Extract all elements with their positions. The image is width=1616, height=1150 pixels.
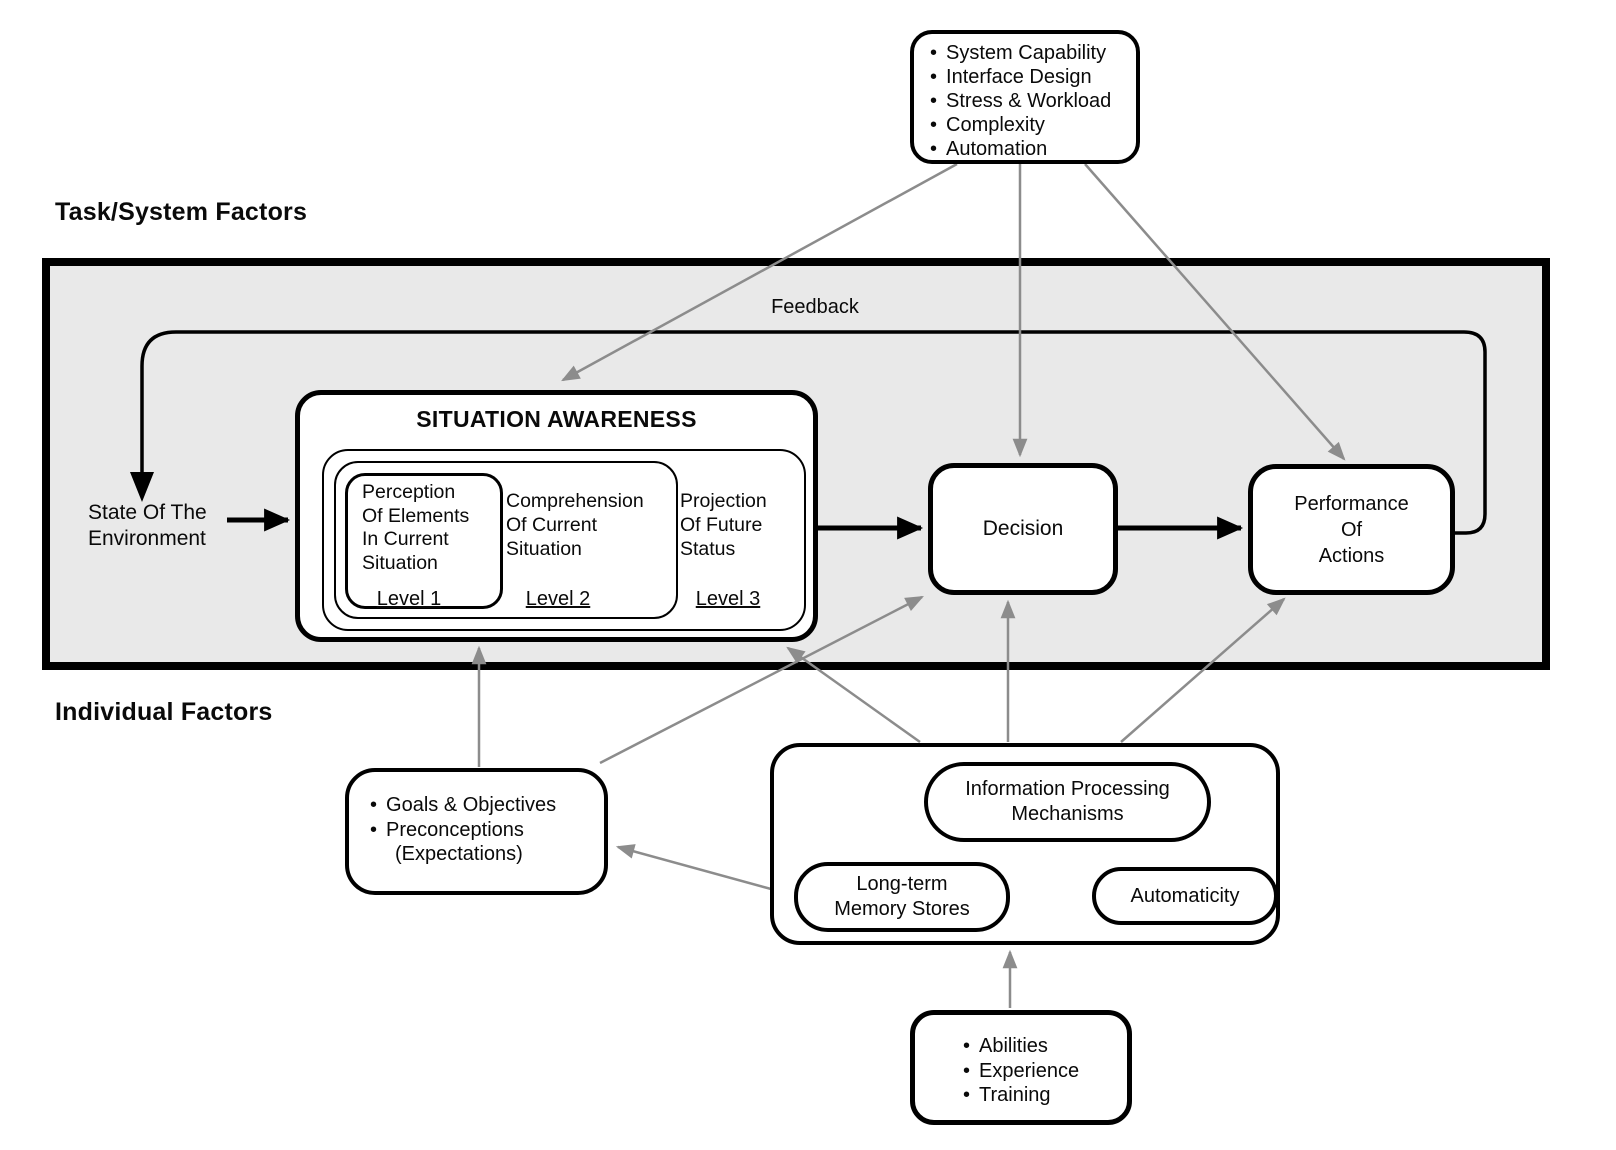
situation-awareness-box: SITUATION AWARENESS Perception Of Elemen… xyxy=(295,390,818,642)
bullet-icon: • xyxy=(963,1035,971,1057)
bullet-icon: • xyxy=(370,794,378,816)
task-factor-item: • Interface Design xyxy=(930,65,1136,89)
task-factor-text: Automation xyxy=(946,138,1048,160)
mechanisms-box: Information Processing Mechanisms Long-t… xyxy=(770,743,1280,945)
task-factor-text: System Capability xyxy=(946,42,1107,64)
task-factor-item: • Stress & Workload xyxy=(930,89,1136,113)
arrow-mechanisms-to-goals xyxy=(615,844,772,891)
abilities-item: • Experience xyxy=(963,1059,1127,1084)
perception-line: Of Elements xyxy=(362,504,470,527)
perception-line: Situation xyxy=(362,551,438,574)
projection-text: Projection Of Future Status xyxy=(680,489,767,561)
level2-label: Level 2 xyxy=(525,588,591,610)
goals-box: • Goals & Objectives • Preconceptions (E… xyxy=(345,768,608,895)
abilities-box: • Abilities • Experience • Training xyxy=(910,1010,1132,1125)
information-processing-pill: Information Processing Mechanisms xyxy=(924,762,1211,842)
bullet-icon: • xyxy=(963,1084,971,1106)
bullet-icon: • xyxy=(930,90,938,112)
ipm-line: Information Processing xyxy=(965,778,1170,800)
comprehension-line: Situation xyxy=(506,538,582,560)
bullet-icon: • xyxy=(963,1059,971,1082)
state-line-1: State Of The xyxy=(88,501,207,524)
task-factor-item: • System Capability xyxy=(930,41,1136,65)
bullet-icon: • xyxy=(930,114,938,136)
perception-text: Perception Of Elements In Current Situat… xyxy=(362,481,469,575)
state-line-2: Environment xyxy=(88,527,206,550)
comprehension-line: Of Current xyxy=(506,514,598,536)
bullet-icon: • xyxy=(370,818,378,841)
goals-item-text: Goals & Objectives xyxy=(386,794,557,816)
projection-line: Status xyxy=(680,538,736,560)
bullet-icon: • xyxy=(930,66,938,88)
comprehension-text: Comprehension Of Current Situation xyxy=(506,489,644,561)
level3-label: Level 3 xyxy=(695,588,761,610)
goals-item-text: Preconceptions xyxy=(386,818,524,841)
long-term-memory-pill: Long-term Memory Stores xyxy=(794,862,1010,932)
decision-box: Decision xyxy=(928,463,1118,595)
situation-awareness-title: SITUATION AWARENESS xyxy=(416,406,697,432)
perception-line: In Current xyxy=(362,528,449,550)
goals-item: • Goals & Objectives xyxy=(370,793,604,818)
projection-line: Projection xyxy=(680,490,767,512)
task-factor-text: Stress & Workload xyxy=(946,90,1112,112)
performance-box: Performance Of Actions xyxy=(1248,464,1455,595)
ipm-line: Mechanisms xyxy=(1011,803,1124,825)
performance-line: Of xyxy=(1340,518,1363,541)
task-factor-item: • Automation xyxy=(930,137,1136,161)
task-factors-box: • System Capability • Interface Design •… xyxy=(910,30,1140,164)
performance-line: Actions xyxy=(1318,544,1385,567)
ltm-line: Long-term xyxy=(856,873,948,895)
goals-sub-item: (Expectations) xyxy=(395,843,523,865)
projection-line: Of Future xyxy=(680,514,763,536)
task-system-factors-label: Task/System Factors xyxy=(55,198,308,226)
comprehension-line: Comprehension xyxy=(506,490,644,512)
abilities-item: • Abilities xyxy=(963,1034,1127,1059)
feedback-label: Feedback xyxy=(771,296,859,318)
goals-item: • Preconceptions xyxy=(370,818,604,843)
abilities-item-text: Abilities xyxy=(979,1035,1048,1057)
abilities-item-text: Training xyxy=(979,1084,1051,1106)
abilities-item-text: Experience xyxy=(979,1059,1080,1082)
abilities-item: • Training xyxy=(963,1083,1127,1108)
bullet-icon: • xyxy=(930,42,938,64)
automaticity-label: Automaticity xyxy=(1130,884,1240,907)
state-of-environment-label: State Of The Environment xyxy=(88,500,207,552)
decision-label: Decision xyxy=(982,517,1064,540)
automaticity-pill: Automaticity xyxy=(1092,867,1278,925)
level1-label: Level 1 xyxy=(376,588,442,610)
task-factor-text: Interface Design xyxy=(946,66,1092,88)
individual-factors-label: Individual Factors xyxy=(55,698,273,726)
bullet-icon: • xyxy=(930,138,938,160)
perception-line: Perception xyxy=(362,481,456,503)
performance-line: Performance xyxy=(1294,492,1409,515)
task-factor-item: • Complexity xyxy=(930,113,1136,137)
ltm-line: Memory Stores xyxy=(834,898,970,920)
task-factor-text: Complexity xyxy=(946,114,1045,136)
